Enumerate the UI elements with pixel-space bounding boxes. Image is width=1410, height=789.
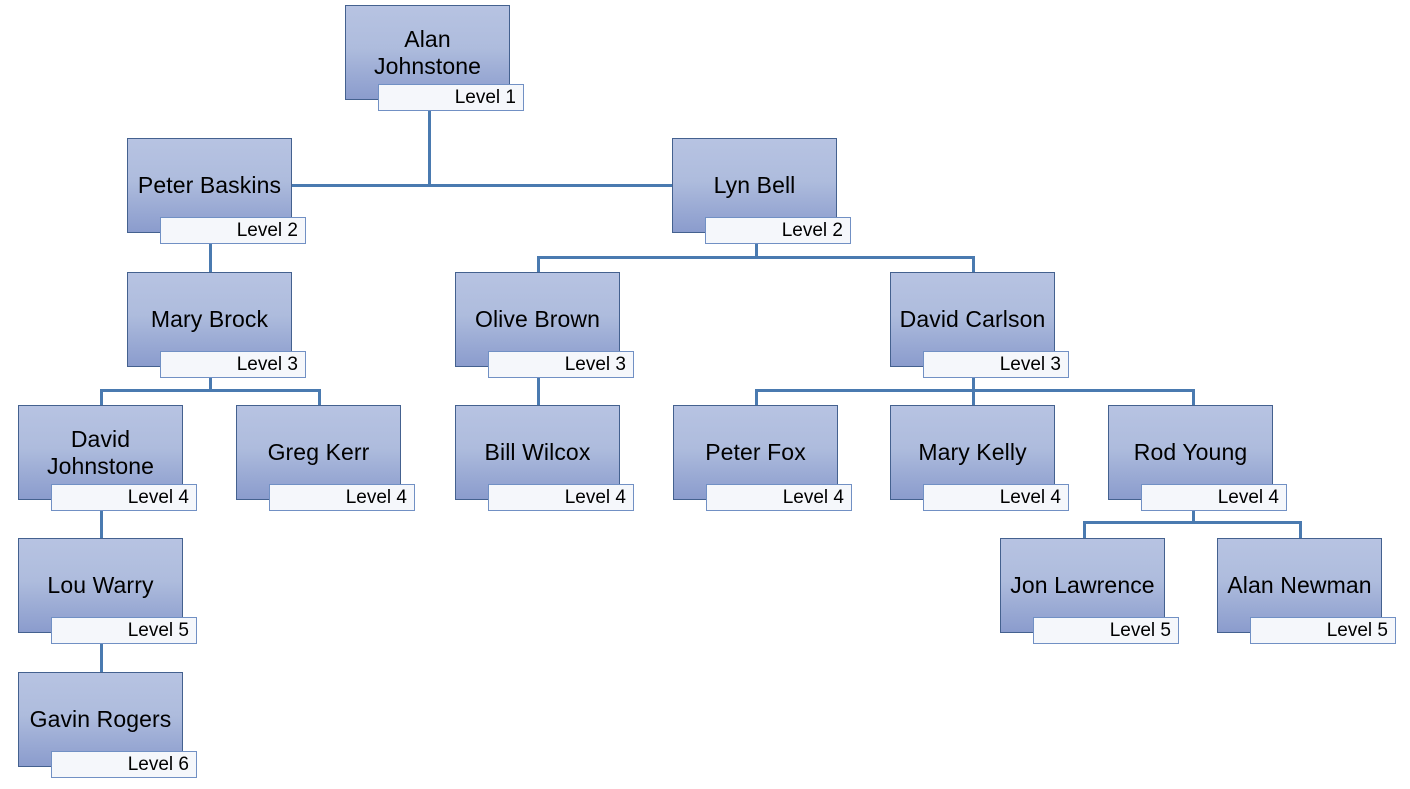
org-node-rod-young[interactable]: Rod Young Level 4: [1108, 405, 1354, 511]
level-badge: Level 4: [923, 484, 1069, 511]
connector-to-greg-kerr: [318, 389, 321, 406]
connector-olive-brown-down: [537, 367, 540, 406]
connector-to-peter-fox: [755, 389, 758, 406]
level-badge: Level 4: [51, 484, 197, 511]
connector-david-carlson-bus: [755, 389, 1195, 392]
connector-to-mary-kelly: [972, 389, 975, 406]
level-badge: Level 4: [488, 484, 634, 511]
org-node-peter-baskins[interactable]: Peter Baskins Level 2: [127, 138, 373, 244]
node-label: Alan Johnstone: [373, 26, 482, 79]
level-badge: Level 5: [1250, 617, 1396, 644]
connector-peter-baskins-down: [209, 233, 212, 273]
connector-lyn-bell-bus: [537, 256, 975, 259]
node-label: Rod Young: [1133, 439, 1248, 466]
connector-mary-brock-down: [209, 367, 212, 391]
node-label: Peter Baskins: [137, 172, 282, 199]
level-badge: Level 2: [160, 217, 306, 244]
connector-level1-bus: [209, 184, 755, 187]
level-badge: Level 3: [488, 351, 634, 378]
org-node-peter-fox[interactable]: Peter Fox Level 4: [673, 405, 919, 511]
org-node-lyn-bell[interactable]: Lyn Bell Level 2: [672, 138, 918, 244]
node-label: Lyn Bell: [713, 172, 796, 199]
connector-alan-johnstone-down: [428, 100, 431, 186]
node-label: Jon Lawrence: [1010, 572, 1155, 599]
connector-to-david-carlson: [972, 256, 975, 273]
node-label: Gavin Rogers: [29, 706, 172, 733]
org-node-bill-wilcox[interactable]: Bill Wilcox Level 4: [455, 405, 701, 511]
node-label: Lou Warry: [47, 572, 154, 599]
level-badge: Level 1: [378, 84, 524, 111]
connector-to-rod-young: [1192, 389, 1195, 406]
connector-rod-young-down: [1192, 500, 1195, 523]
node-label: Olive Brown: [474, 306, 601, 333]
connector-to-david-johnstone: [100, 389, 103, 406]
connector-to-alan-newman: [1299, 521, 1302, 539]
level-badge: Level 5: [1033, 617, 1179, 644]
org-node-alan-johnstone[interactable]: Alan Johnstone Level 1: [345, 5, 591, 111]
connector-to-jon-lawrence: [1083, 521, 1086, 539]
org-node-mary-kelly[interactable]: Mary Kelly Level 4: [890, 405, 1136, 511]
level-badge: Level 2: [705, 217, 851, 244]
level-badge: Level 4: [1141, 484, 1287, 511]
node-label: Greg Kerr: [267, 439, 370, 466]
level-badge: Level 3: [160, 351, 306, 378]
node-label: Peter Fox: [705, 439, 806, 466]
node-label: Mary Kelly: [918, 439, 1027, 466]
node-label: David Johnstone: [46, 426, 155, 479]
level-badge: Level 4: [269, 484, 415, 511]
level-badge: Level 4: [706, 484, 852, 511]
org-node-alan-newman[interactable]: Alan Newman Level 5: [1217, 538, 1410, 644]
org-node-david-johnstone[interactable]: David Johnstone Level 4: [18, 405, 264, 511]
connector-david-johnstone-down: [100, 500, 103, 539]
node-label: David Carlson: [899, 306, 1046, 333]
connector-lyn-bell-down: [755, 233, 758, 258]
org-node-greg-kerr[interactable]: Greg Kerr Level 4: [236, 405, 482, 511]
org-node-david-carlson[interactable]: David Carlson Level 3: [890, 272, 1136, 378]
org-node-gavin-rogers[interactable]: Gavin Rogers Level 6: [18, 672, 264, 778]
org-node-jon-lawrence[interactable]: Jon Lawrence Level 5: [1000, 538, 1246, 644]
org-node-lou-warry[interactable]: Lou Warry Level 5: [18, 538, 264, 644]
level-badge: Level 3: [923, 351, 1069, 378]
connector-rod-young-bus: [1083, 521, 1301, 524]
node-label: Alan Newman: [1227, 572, 1372, 599]
org-node-olive-brown[interactable]: Olive Brown Level 3: [455, 272, 701, 378]
org-node-mary-brock[interactable]: Mary Brock Level 3: [127, 272, 373, 378]
node-label: Mary Brock: [150, 306, 269, 333]
connector-mary-brock-bus: [100, 389, 321, 392]
node-label: Bill Wilcox: [484, 439, 591, 466]
level-badge: Level 5: [51, 617, 197, 644]
level-badge: Level 6: [51, 751, 197, 778]
connector-david-carlson-down: [972, 367, 975, 391]
connector-lou-warry-down: [100, 633, 103, 672]
connector-to-olive-brown: [537, 256, 540, 273]
